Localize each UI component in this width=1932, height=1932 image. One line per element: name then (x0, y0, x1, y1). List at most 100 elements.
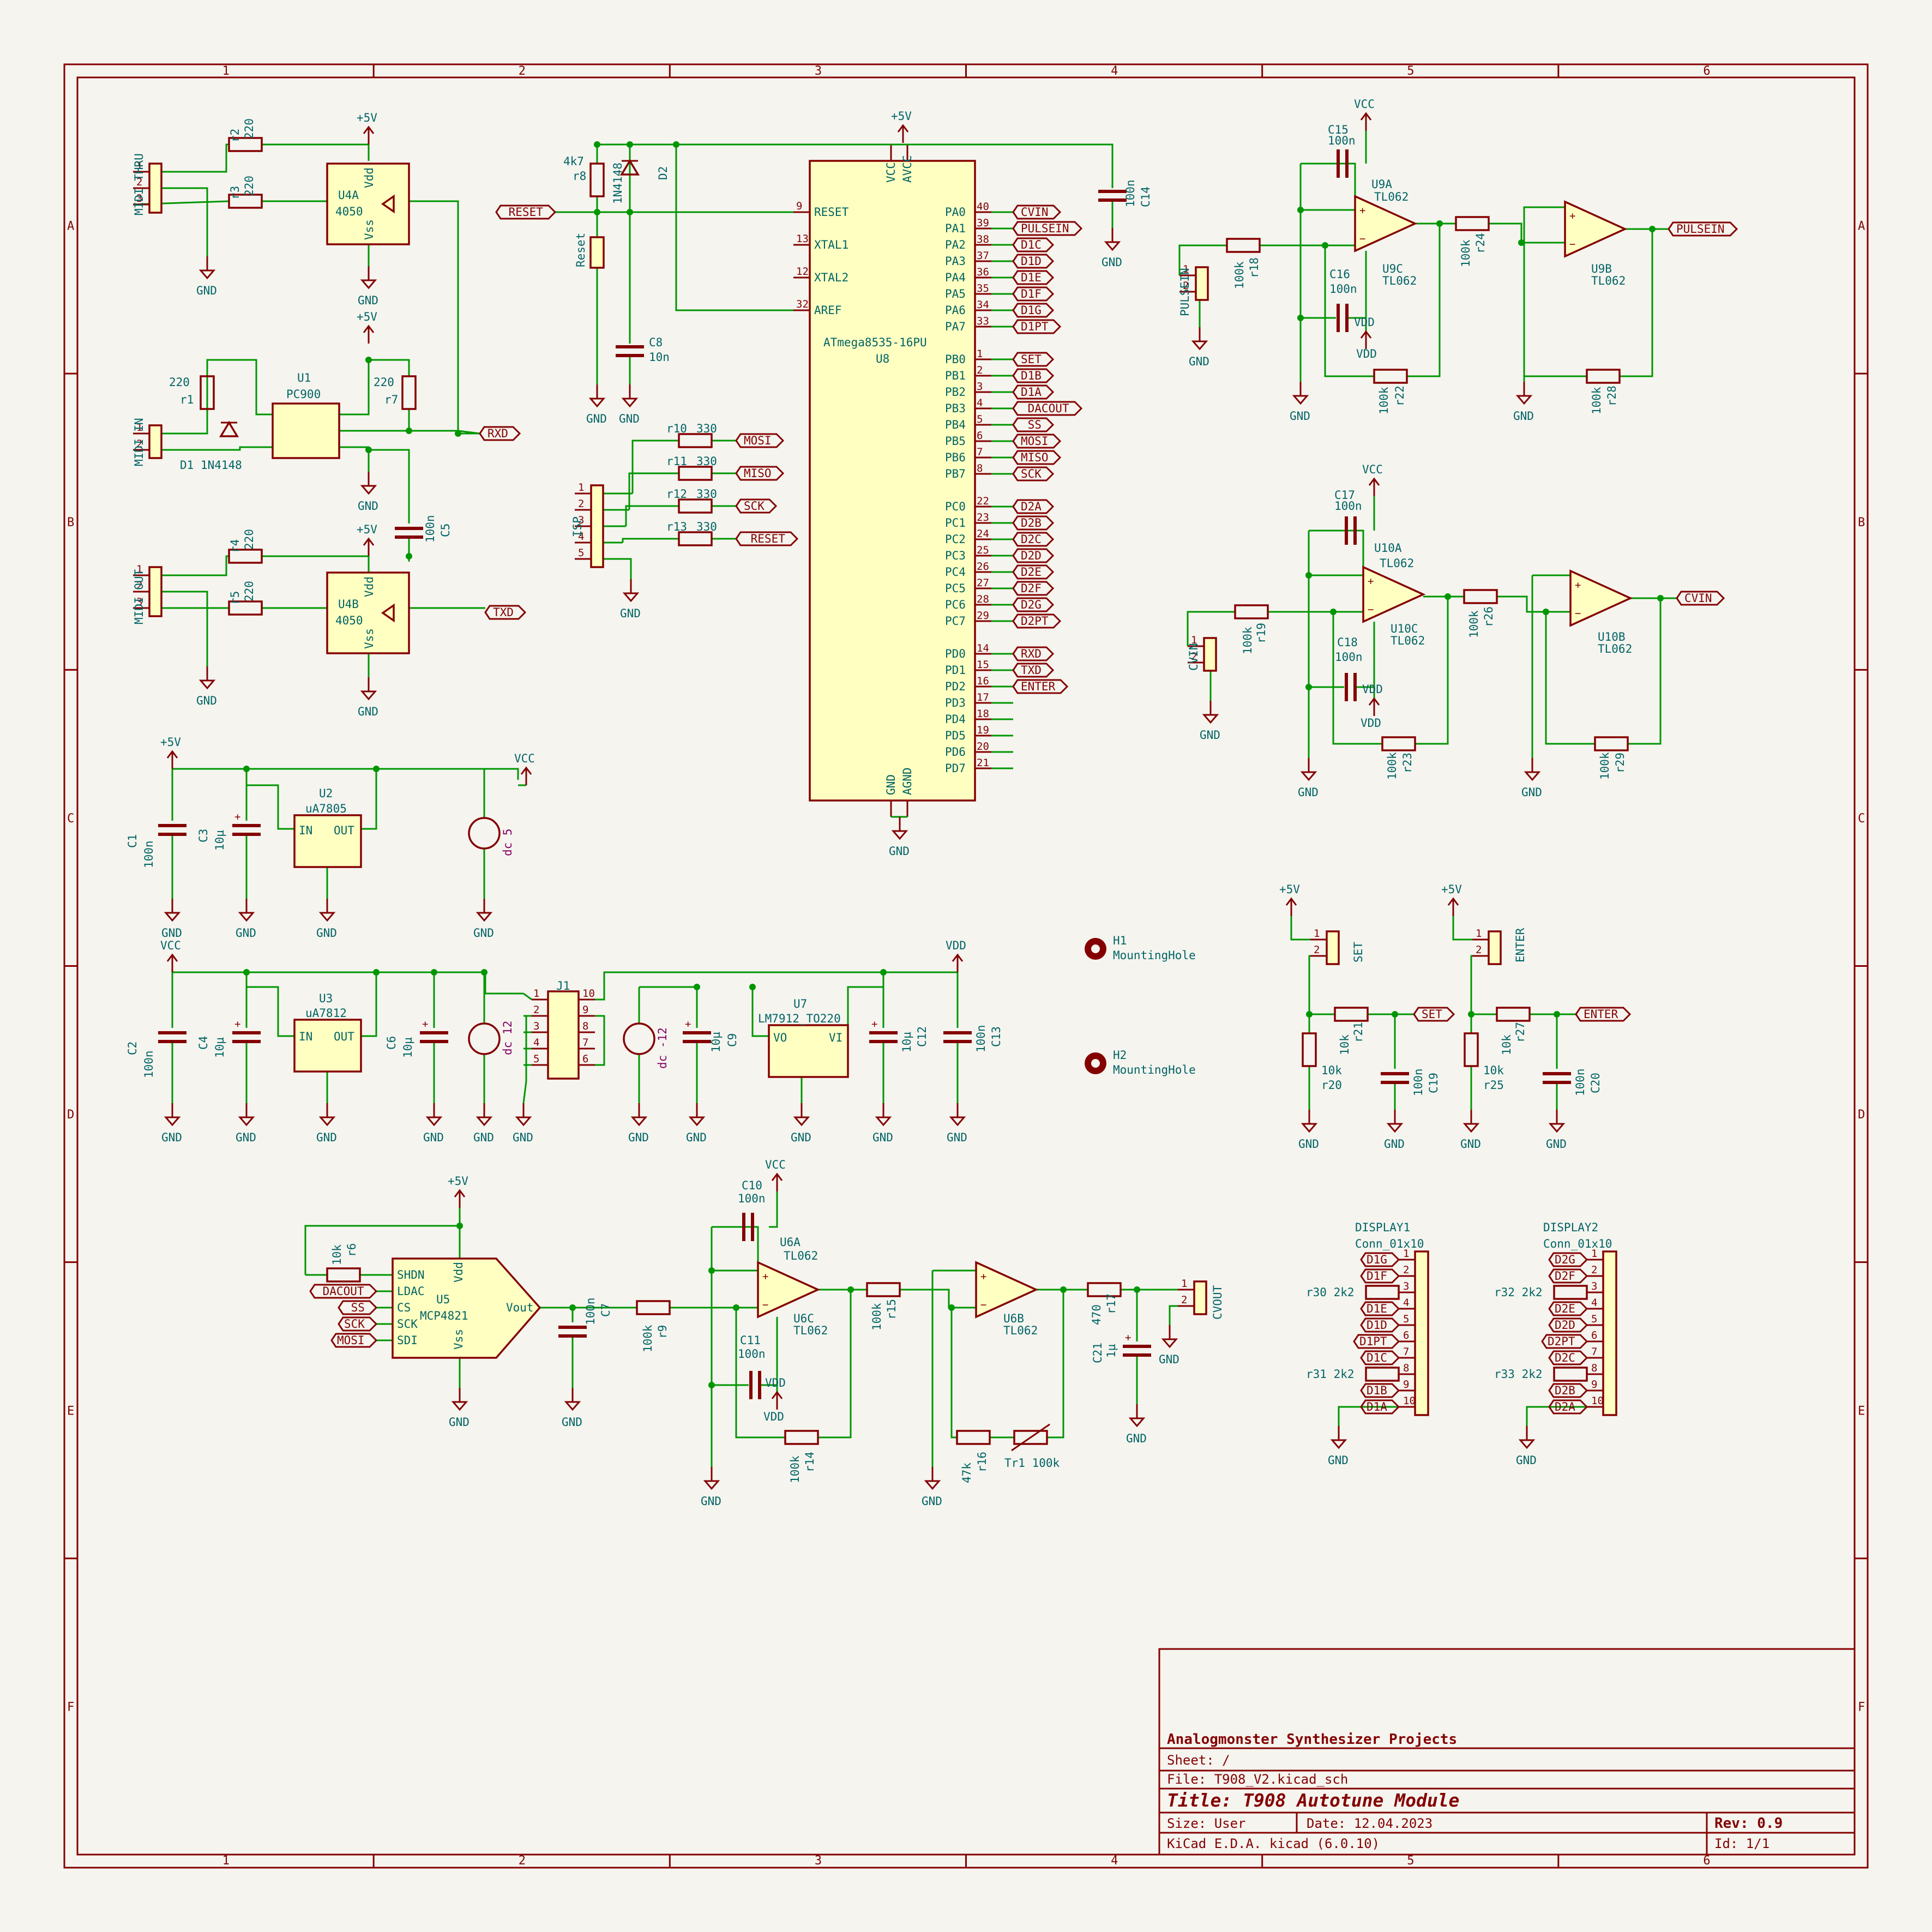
resistor-r10[interactable] (678, 433, 713, 448)
resistor-r19[interactable] (1234, 604, 1269, 619)
capacitor-c17[interactable] (1345, 516, 1357, 545)
set-connector[interactable]: 12 (1310, 928, 1340, 965)
capacitor-c2[interactable] (158, 1031, 186, 1043)
enter-connector[interactable]: 12 (1472, 928, 1502, 965)
junction (1060, 1286, 1067, 1293)
capacitor-c5[interactable] (395, 527, 423, 539)
resistor-r18[interactable] (1226, 238, 1261, 253)
resistor-r23[interactable] (1381, 736, 1416, 751)
opamp-u10a[interactable]: +− (1362, 565, 1426, 623)
buffer-u4a[interactable] (326, 162, 410, 245)
resistor-r4[interactable] (228, 549, 263, 564)
display-resistor[interactable] (1365, 1285, 1400, 1300)
resistor-r11[interactable] (678, 466, 713, 481)
display-net: D1C (1360, 1350, 1400, 1365)
diode-d2[interactable] (619, 159, 640, 176)
resistor-r3[interactable] (228, 194, 263, 209)
set-cap[interactable] (1381, 1072, 1409, 1084)
opamp-u9b[interactable]: +− (1564, 200, 1628, 258)
capacitor-c8[interactable] (616, 345, 644, 357)
enter-rser-value: 10k (1500, 1034, 1513, 1055)
enter-pull-down[interactable] (1464, 1032, 1479, 1067)
opamp-u6a[interactable]: +− (757, 1261, 821, 1319)
resistor-r29[interactable] (1594, 736, 1629, 751)
reset-switch[interactable] (589, 236, 605, 269)
mcu-pin-num: 21 (977, 757, 989, 769)
cvin-connector[interactable]: 12 (1188, 634, 1217, 672)
capacitor-c13[interactable] (943, 1031, 972, 1043)
trimmer-tr1[interactable] (1011, 1423, 1050, 1452)
capacitor-c11[interactable] (749, 1371, 761, 1399)
buffer-u4b[interactable] (326, 571, 410, 654)
set-pull-down[interactable] (1302, 1032, 1317, 1067)
c17-ref: C17 (1334, 489, 1355, 502)
regulator-u3[interactable] (293, 1019, 362, 1073)
resistor-r12[interactable] (678, 498, 713, 514)
midi-thru-connector[interactable]: 123 (133, 160, 162, 214)
opamp-u10b[interactable]: +− (1569, 569, 1633, 627)
dac-mcp4821[interactable] (392, 1257, 541, 1359)
diode-d1[interactable] (219, 420, 239, 437)
resistor-r9[interactable] (636, 1300, 671, 1315)
capacitor-c18[interactable] (1345, 673, 1357, 701)
enter-cap[interactable] (1543, 1072, 1571, 1084)
resistor-r26[interactable] (1463, 589, 1498, 604)
capacitor-c14[interactable] (1098, 190, 1127, 202)
resistor-r28[interactable] (1586, 369, 1621, 384)
resistor-r24[interactable] (1455, 216, 1490, 231)
display-resistor[interactable] (1365, 1367, 1400, 1382)
resistor-r8[interactable] (589, 162, 605, 197)
cvout-connector[interactable]: 12 (1178, 1278, 1207, 1315)
display-resistor[interactable] (1553, 1285, 1588, 1300)
capacitor-c9[interactable]: + (683, 1018, 711, 1043)
capacitor-c12[interactable]: + (869, 1018, 898, 1043)
resistor-r13[interactable] (678, 531, 713, 546)
svg-text:3: 3 (578, 514, 584, 526)
wire (522, 1016, 527, 1104)
pulsein-connector[interactable]: 12 (1179, 263, 1209, 301)
capacitor-c10[interactable] (742, 1213, 754, 1241)
enter-series-resistor[interactable] (1496, 1007, 1531, 1022)
capacitor-c3[interactable]: + (232, 811, 261, 836)
regulator-u2[interactable] (293, 814, 362, 868)
u5-value: MCP4821 (420, 1309, 468, 1322)
midi-out-connector[interactable]: 123 (133, 563, 162, 617)
resistor-r22[interactable] (1373, 369, 1408, 384)
display-resistor[interactable] (1553, 1367, 1588, 1382)
resistor-r16[interactable] (956, 1430, 991, 1445)
opamp-u9a[interactable]: +− (1354, 195, 1418, 252)
capacitor-c4[interactable]: + (232, 1018, 261, 1043)
capacitor-c6[interactable]: + (420, 1018, 448, 1043)
resistor-r2[interactable] (228, 137, 263, 152)
midi-in-connector[interactable]: 12 (133, 422, 162, 459)
resistor-r6[interactable] (326, 1267, 361, 1283)
capacitor-c1[interactable] (158, 824, 186, 836)
capacitor-c16[interactable] (1337, 304, 1349, 332)
r22-ref: r22 (1393, 386, 1406, 406)
resistor-r15[interactable] (866, 1282, 901, 1297)
capacitor-c21[interactable]: + (1123, 1332, 1151, 1357)
capacitor-c15[interactable] (1337, 149, 1349, 178)
mcu-pin-num: 32 (796, 298, 809, 310)
gnd-symbol: GND (947, 1103, 967, 1144)
set-series-resistor[interactable] (1334, 1007, 1369, 1022)
resistor-r14[interactable] (784, 1430, 819, 1445)
resistor-r1[interactable] (200, 375, 215, 410)
mcu-atmega8535[interactable]: ATmega8535-16PU U8 RESET9XTAL113XTAL212A… (793, 145, 991, 817)
power-symbol: VDD (1362, 683, 1383, 716)
resistor-r5[interactable] (228, 600, 263, 616)
resistor-r7[interactable] (401, 375, 417, 410)
d1-label: D1 1N4148 (180, 459, 242, 472)
resistor-r17[interactable] (1087, 1282, 1122, 1297)
capacitor-c7[interactable] (558, 1326, 587, 1338)
display-net: D1PT (1353, 1334, 1400, 1349)
opamp-u6b[interactable]: +− (975, 1261, 1039, 1319)
optocoupler-u1[interactable] (272, 402, 340, 459)
wire (1539, 206, 1566, 213)
regulator-u7[interactable] (768, 1024, 849, 1078)
junction (1134, 1286, 1140, 1293)
